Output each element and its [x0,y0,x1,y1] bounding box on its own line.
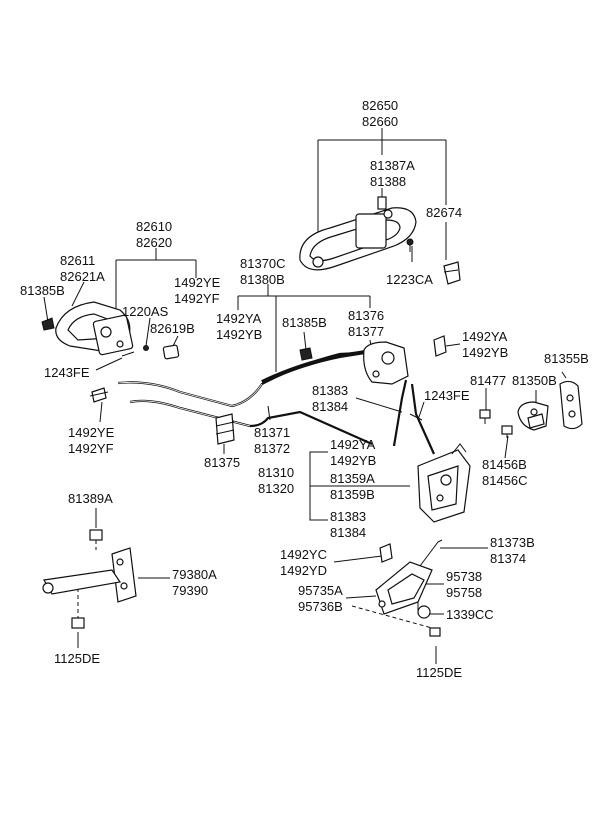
bolt-81477 [479,409,491,424]
label-1220as: 1220AS [122,304,169,319]
label-81375: 81375 [204,455,240,470]
screw-1243fe-left [121,351,135,357]
label-1243fe-right: 1243FE [424,388,470,403]
screw-1243fe-right [409,413,423,421]
label-1223ca: 1223CA [386,272,433,287]
clip-81385b-left [41,317,55,331]
rods-and-cables [77,348,436,629]
inside-handle-part [55,301,134,356]
leader-lines [43,128,567,664]
label-81350b: 81350B [512,373,557,388]
label-81389a: 81389A [68,491,113,506]
door-latch-81310 [417,443,471,523]
label-1125de-left: 1125DE [54,651,100,666]
label-1339cc: 1339CC [446,607,494,622]
clip-82674 [443,261,461,285]
label-1125de-right: 1125DE [416,665,462,680]
clip-81375 [215,413,235,445]
label-81385b-mid: 81385B [282,315,327,330]
bolt-1125de-left [71,617,85,629]
label-82619b: 82619B [150,321,195,336]
clip-1492yc [379,543,393,563]
label-81355b: 81355B [544,351,589,366]
clip-81385b-mid [299,347,313,361]
label-82674: 82674 [426,205,462,220]
bolt-1223ca [406,238,414,252]
actuator-95735a [375,539,443,615]
label-81477: 81477 [470,373,506,388]
clip-1492ya-right [433,335,447,357]
striker-81350b [517,401,549,431]
plate-81355b [559,380,583,430]
clip-1492ye-left [89,387,109,403]
bolt-1125de-right [429,627,441,637]
lock-bracket-81376 [363,341,409,385]
screw-81456b [501,425,513,438]
bolt-81389a [89,529,103,541]
door-check-79380a [42,547,137,603]
label-81385b-left: 81385B [20,283,65,298]
nut-1339cc [417,605,431,619]
cap-82619b [162,344,180,360]
screw-1220as [143,345,149,351]
label-1243fe-left: 1243FE [44,365,90,380]
outside-handle-part [299,196,417,271]
